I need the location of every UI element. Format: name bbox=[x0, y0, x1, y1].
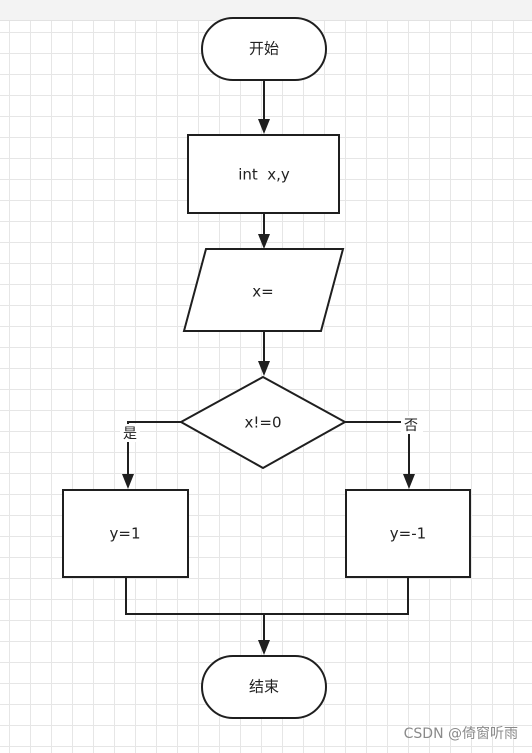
no-branch-node[interactable]: y=-1 bbox=[345, 489, 471, 578]
edge-line bbox=[345, 421, 410, 476]
arrowhead bbox=[258, 234, 270, 249]
edge-input-to-decision bbox=[258, 331, 270, 376]
no-label-background bbox=[401, 416, 423, 434]
edge-merge-to-end bbox=[125, 577, 409, 655]
decision-node-label: x!=0 bbox=[244, 414, 281, 432]
watermark-text: CSDN @倚窗听雨 bbox=[403, 726, 518, 742]
yes-label-background bbox=[120, 424, 140, 442]
no-branch-node-shape bbox=[345, 489, 471, 578]
arrowhead bbox=[258, 640, 270, 655]
edge-decision-no: 否 bbox=[345, 416, 423, 489]
merge-line bbox=[125, 577, 409, 615]
arrowhead bbox=[403, 474, 415, 489]
input-node-label: x= bbox=[252, 283, 273, 301]
input-node[interactable]: x= bbox=[182, 248, 345, 332]
yes-edge-label: 是 bbox=[123, 426, 137, 442]
edge-decision-yes: 是 bbox=[120, 421, 181, 489]
declare-node[interactable]: int x,y bbox=[187, 134, 340, 214]
decision-node[interactable]: x!=0 bbox=[178, 375, 348, 470]
end-node-label: 结束 bbox=[249, 678, 279, 696]
end-node[interactable]: 结束 bbox=[201, 655, 327, 719]
arrowhead bbox=[258, 361, 270, 376]
start-node-label: 开始 bbox=[249, 40, 279, 58]
edge-start-to-declare bbox=[258, 80, 270, 134]
yes-branch-node-shape bbox=[62, 489, 189, 578]
no-edge-label: 否 bbox=[404, 418, 418, 434]
decision-node-shape bbox=[178, 375, 348, 470]
arrowhead bbox=[122, 474, 134, 489]
end-node-shape bbox=[201, 655, 327, 719]
edge-declare-to-input bbox=[258, 213, 270, 249]
no-branch-node-label: y=-1 bbox=[390, 525, 426, 543]
yes-branch-node[interactable]: y=1 bbox=[62, 489, 189, 578]
edge-line bbox=[127, 421, 181, 476]
arrowhead bbox=[258, 119, 270, 134]
yes-branch-node-label: y=1 bbox=[110, 525, 141, 543]
input-node-shape bbox=[182, 248, 345, 332]
start-node[interactable]: 开始 bbox=[201, 17, 327, 81]
declare-node-label: int x,y bbox=[238, 166, 290, 184]
